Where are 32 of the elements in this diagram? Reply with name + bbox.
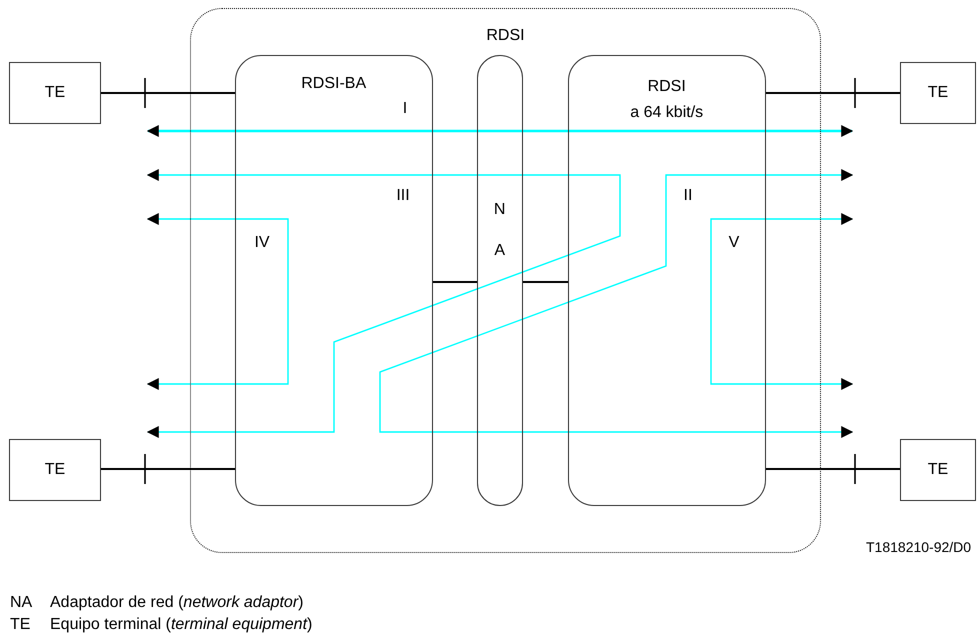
- connector-line: [523, 281, 568, 283]
- network-box: [568, 54, 766, 506]
- path-label: II: [684, 186, 692, 206]
- network-boundary: [190, 8, 821, 553]
- node-label: TE: [926, 83, 950, 103]
- node-label: RDSI-BA: [300, 74, 368, 94]
- definition: Equipo terminal (terminal equipment): [50, 615, 312, 633]
- connector-line: [101, 92, 235, 94]
- path-label: V: [728, 233, 740, 253]
- connector-line: [433, 281, 477, 283]
- path-label: IV: [254, 233, 270, 253]
- network-box: [234, 54, 433, 506]
- terminal-box: [9, 62, 101, 124]
- connector-line: [101, 468, 235, 470]
- node-label: RDSI a 64 kbit/s: [629, 76, 704, 123]
- node-label: TE: [44, 83, 66, 103]
- terminal-box: [9, 439, 101, 501]
- figure-code: T1818210-92/D0: [866, 538, 972, 557]
- path-label: III: [396, 186, 410, 206]
- node-label: TE: [926, 460, 950, 480]
- abbreviation: TE: [10, 615, 30, 633]
- definition: Adaptador de red (network adaptor): [50, 593, 304, 613]
- node-label: TE: [44, 460, 66, 480]
- connector-line: [766, 468, 900, 470]
- node-label: RDSI: [485, 26, 526, 46]
- abbreviation: NA: [10, 593, 32, 613]
- adaptor-box: [476, 54, 523, 506]
- node-label: N A: [492, 200, 506, 261]
- terminal-box: [900, 439, 976, 501]
- connector-line: [766, 92, 900, 94]
- terminal-box: [900, 62, 976, 124]
- path-label: I: [402, 99, 408, 119]
